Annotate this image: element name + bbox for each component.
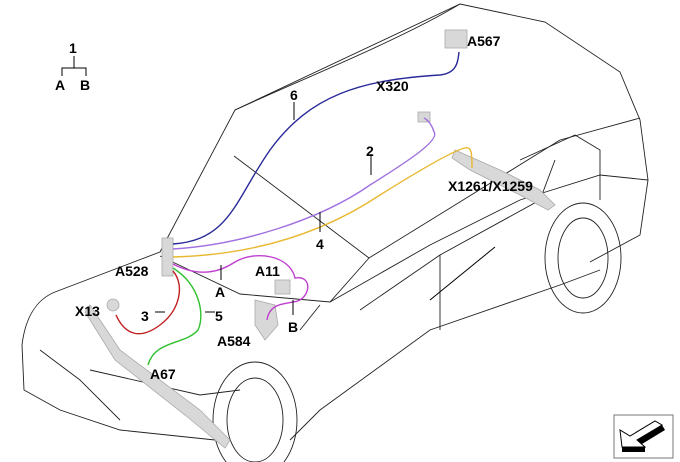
label-a567: A567 xyxy=(467,33,501,50)
a584-unit xyxy=(254,299,279,341)
front-steering-rack xyxy=(84,304,231,449)
label-3: 3 xyxy=(141,307,149,324)
x320-connector xyxy=(417,111,431,123)
label-branch-a: A xyxy=(215,283,226,300)
label-x1261-x1259: X1261/X1259 xyxy=(448,177,533,194)
wire-1 xyxy=(172,255,309,321)
label-2: 2 xyxy=(366,142,374,159)
wire-3 xyxy=(115,270,181,335)
label-a11: A11 xyxy=(255,262,280,279)
wire-4 xyxy=(172,147,473,258)
a11-module xyxy=(274,279,291,295)
rear-axle-part xyxy=(451,149,556,211)
label-a67: A67 xyxy=(150,365,176,382)
label-x13: X13 xyxy=(75,303,100,320)
label-a584: A584 xyxy=(217,332,251,349)
legend-branch-a: A xyxy=(55,77,66,93)
label-6: 6 xyxy=(290,87,298,104)
label-5: 5 xyxy=(215,307,223,324)
arrow-down-left-icon[interactable] xyxy=(613,414,674,459)
label-4: 4 xyxy=(316,236,324,253)
label-branch-b: B xyxy=(288,318,299,335)
wire-2 xyxy=(172,117,436,250)
wire-5 xyxy=(147,267,202,366)
label-x320: X320 xyxy=(376,77,409,94)
legend-root: 1 xyxy=(69,40,77,56)
label-a528: A528 xyxy=(115,262,149,279)
legend-branch-b: B xyxy=(80,77,91,93)
wire-6 xyxy=(172,51,460,245)
a567-module xyxy=(444,29,468,49)
a528-module xyxy=(161,237,174,277)
x13-connector xyxy=(106,298,120,312)
